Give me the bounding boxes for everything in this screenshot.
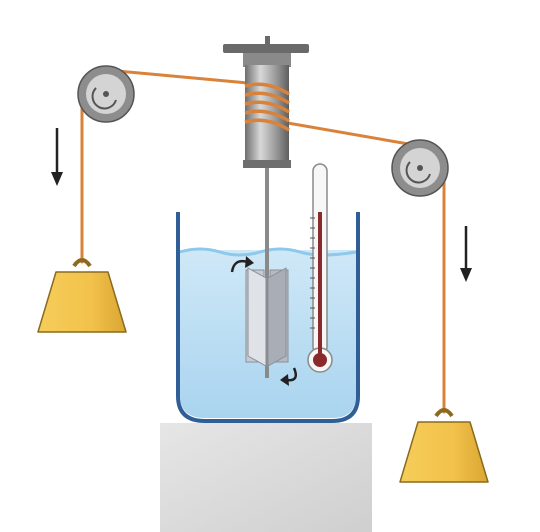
string-right-top	[280, 120, 422, 148]
right-down-arrow	[460, 226, 472, 282]
stirring-shaft	[265, 168, 269, 378]
rotation-arrow-lower	[280, 367, 297, 386]
thermometer-ticks	[310, 217, 315, 329]
rotation-arrow-upper	[230, 256, 254, 273]
right-pulley	[391, 139, 449, 197]
beaker-wall	[176, 212, 360, 423]
left-weight	[37, 258, 127, 333]
left-down-arrow	[51, 128, 63, 186]
drum-body	[245, 65, 289, 165]
drum-windings	[244, 82, 290, 132]
base-block	[160, 423, 372, 532]
right-weight	[399, 408, 489, 483]
string-left-top	[104, 68, 250, 85]
drum-handle	[223, 44, 309, 53]
paddle-wheel	[245, 267, 289, 367]
winding-drum	[223, 36, 309, 168]
string	[80, 68, 446, 414]
thermometer	[307, 163, 333, 373]
left-pulley	[77, 65, 135, 123]
